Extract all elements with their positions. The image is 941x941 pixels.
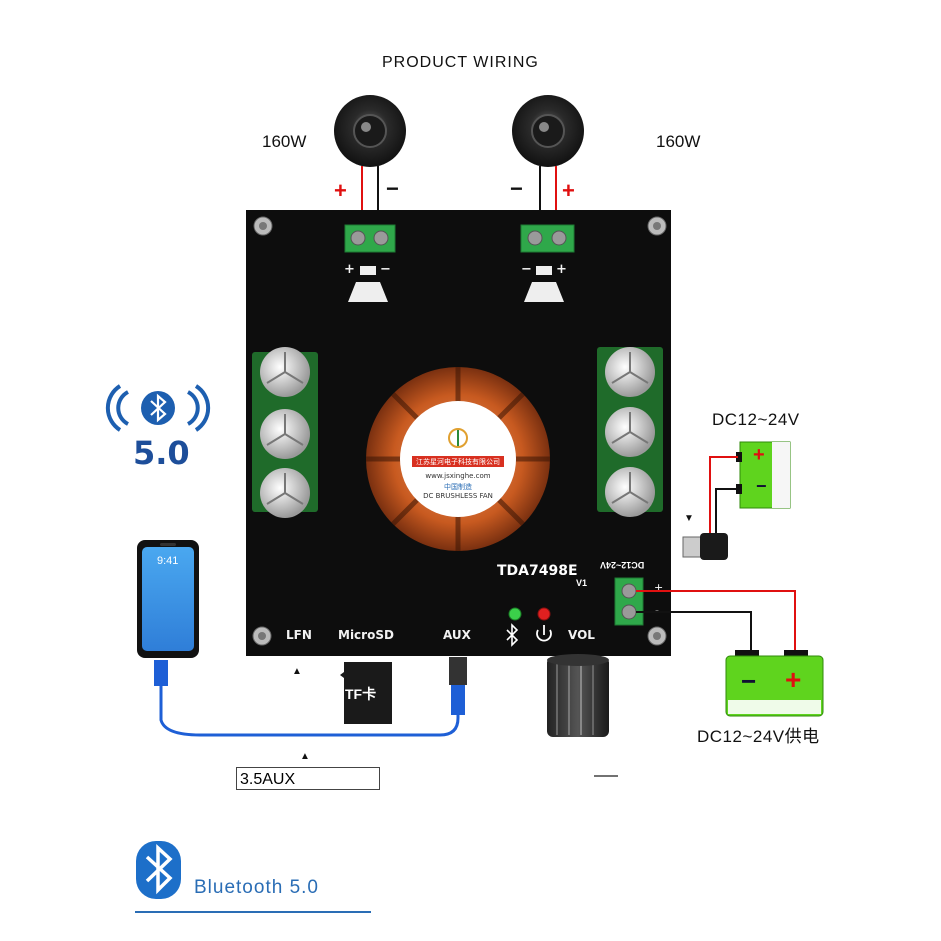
board-bluetooth-icon [506,623,519,647]
bluetooth-version-badge: 5.0 [133,434,190,472]
battery-label: DC12~24V供电 [697,727,820,746]
pointer-triangle-icon: ▼ [684,513,694,524]
bluetooth-led-icon [508,607,522,621]
screw-icons [252,216,667,646]
battery-icon [725,650,824,717]
svg-text:+: + [654,581,663,594]
board-label-vol: VOL [568,628,595,642]
fan-website-label: www.jsxinghe.com [425,472,491,480]
right-speaker-plus: + [562,178,575,203]
pointer-triangle-icon: ▲ [300,751,310,762]
right-terminal-plus: + [556,262,567,277]
fan-made-in-label: 中国制造 [444,483,472,491]
right-speaker-silkscreen-icon [524,266,564,302]
volume-knob-icon [547,654,609,737]
right-speaker-minus: − [510,176,523,201]
left-speaker-power: 160W [262,132,307,151]
board-dc-label: DC12~24V [600,560,645,570]
fan-type-label: DC BRUSHLESS FAN [423,492,493,500]
board-label-aux: AUX [443,628,471,642]
board-power-icon [536,625,552,642]
battery-plus: + [785,664,802,695]
aux-cable-label: 3.5AUX [236,767,380,790]
dc-adapter-plus: + [753,444,765,466]
power-input-terminal: + - [614,577,663,626]
phone-time: 9:41 [157,555,179,567]
left-terminal-plus: + [344,262,355,277]
dc-plug-icon [682,533,728,560]
left-speaker-terminal [344,224,396,253]
board-version: V1 [576,578,588,588]
footer-bluetooth-icon [136,841,181,899]
footer-bluetooth-label: Bluetooth 5.0 [194,877,319,898]
aux-cable [154,657,467,737]
right-terminal-minus: − [521,262,532,277]
tf-card-icon [340,662,392,724]
phone-icon [137,540,199,658]
tf-card-label: TF卡 [345,686,377,702]
dc-adapter-wires [709,456,738,538]
right-speaker-power: 160W [656,132,701,151]
cooling-fan-icon [366,367,550,551]
fan-company-label: 江苏星河电子科技有限公司 [416,458,500,466]
page-title: PRODUCT WIRING [382,54,539,71]
power-led-icon [537,607,551,621]
right-speaker-icon [512,95,584,167]
left-speaker-icon [334,95,406,167]
dc-adapter-battery-icon [736,441,791,509]
board-label-lfn: LFN [286,628,312,642]
footer-underline [135,911,371,913]
battery-minus: − [741,666,757,696]
right-speaker-terminal [520,224,575,253]
svg-text:-: - [655,604,659,617]
left-terminal-minus: − [380,262,391,277]
left-speaker-minus: − [386,176,399,201]
bluetooth-badge-icon [105,384,211,432]
left-capacitors [252,347,318,518]
battery-wires [636,590,796,655]
dc-adapter-minus: − [756,476,767,496]
right-capacitors [597,347,663,517]
pointer-triangle-icon: ▲ [292,666,302,677]
dc-adapter-label: DC12~24V [712,410,800,429]
left-speaker-silkscreen-icon [348,266,388,302]
board-model: TDA7498E [497,563,578,579]
board-label-microsd: MicroSD [338,628,394,642]
left-speaker-plus: + [334,178,347,203]
